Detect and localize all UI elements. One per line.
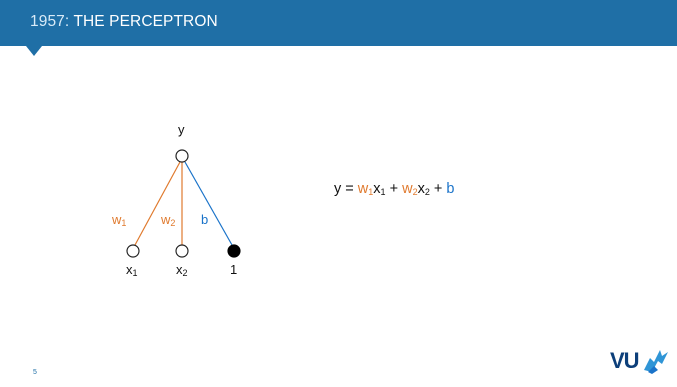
edge-label-w1: w1 xyxy=(112,212,127,228)
eq-w1: w1 xyxy=(357,181,374,197)
edge-b xyxy=(184,161,233,246)
eq-lhs: y = xyxy=(334,181,354,197)
vu-logo: VU xyxy=(610,346,670,376)
edge-label-b: b xyxy=(201,212,209,227)
edge-label-w2: w2 xyxy=(161,212,176,228)
eq-plus2: + xyxy=(433,181,443,197)
eq-b: b xyxy=(446,181,455,197)
input-label-x1: x1 xyxy=(126,262,138,278)
output-node xyxy=(175,149,189,163)
input-label-bias: 1 xyxy=(230,262,238,277)
bias-node xyxy=(227,244,241,258)
input-node-x2 xyxy=(175,244,189,258)
eq-x1: x1 xyxy=(373,181,386,197)
edge-w1 xyxy=(134,161,181,246)
perceptron-equation: y = w1x1 + w2x2 + b xyxy=(334,181,454,197)
eq-x2: x2 xyxy=(417,181,430,197)
griffin-icon xyxy=(644,350,668,374)
output-label: y xyxy=(178,122,185,137)
slide-number: 5 xyxy=(33,369,37,376)
slide-title-text: THE PERCEPTRON xyxy=(73,13,218,30)
slide-header: 1957: THE PERCEPTRON xyxy=(0,0,677,46)
slide-title-year: 1957: xyxy=(30,13,70,30)
input-node-x1 xyxy=(126,244,140,258)
vu-logo-text: VU xyxy=(610,348,640,373)
input-label-x2: x2 xyxy=(176,262,188,278)
eq-plus1: + xyxy=(389,181,399,197)
header-pointer xyxy=(26,46,42,56)
eq-w2: w2 xyxy=(402,181,418,197)
slide-title: 1957: THE PERCEPTRON xyxy=(30,13,218,31)
